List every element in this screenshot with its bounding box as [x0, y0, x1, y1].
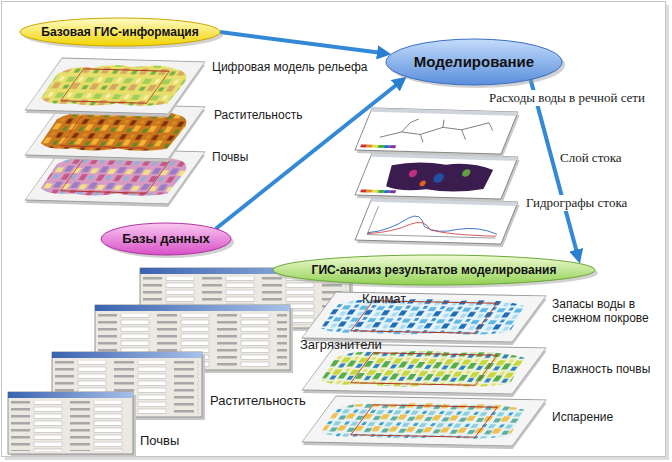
snow-map-layer: [315, 297, 532, 336]
elevation-map-layer: [25, 58, 205, 114]
layer-label: Расходы воды в речной сети: [487, 90, 647, 106]
layer-label: Почвы: [212, 150, 248, 164]
evaporation-map-layer: [300, 396, 549, 449]
database-window: [8, 392, 136, 457]
flow-arrow: [220, 32, 384, 53]
database-window: [8, 392, 133, 398]
database-window: [8, 392, 133, 454]
soil-map-layer: [61, 159, 169, 193]
ellipse-node: Базовая ГИС-информация: [19, 17, 221, 47]
ellipse-outline: [20, 18, 220, 46]
ellipse-outline: [273, 255, 595, 285]
ellipse-outline: [101, 223, 231, 255]
ellipse-node: Моделирование: [385, 38, 563, 86]
evaporation-map-layer: [351, 405, 497, 437]
node-text: Базовая ГИС-информация: [41, 25, 198, 39]
runoff-screenshot: [432, 173, 446, 183]
database-window: [95, 305, 290, 311]
layer-label: Почвы: [140, 433, 179, 449]
node-text: ГИС-анализ результатов моделирования: [312, 263, 557, 277]
vegetation-map-layer: [61, 114, 169, 148]
ellipse-outline: [386, 39, 562, 85]
runoff-screenshot: [419, 180, 427, 186]
hydrograph-screenshot: [368, 215, 504, 236]
node-text: Моделирование: [414, 53, 534, 71]
river-flow-screenshot: [383, 145, 390, 148]
hydrograph-screenshot: [367, 221, 500, 237]
hydrograph-screenshot: [354, 198, 521, 247]
layer-label: Влажность почвы: [552, 362, 650, 376]
runoff-screenshot: [372, 190, 379, 193]
layer-label: Испарение: [552, 410, 613, 424]
river-flow-screenshot: [360, 144, 367, 147]
river-flow-screenshot: [378, 118, 496, 144]
snow-map-layer: [302, 292, 546, 342]
evaporation-map-layer: [315, 401, 532, 440]
runoff-screenshot: [355, 153, 518, 199]
runoff-screenshot: [378, 190, 385, 193]
layer-label: Запасы воды в снежном покрове: [552, 297, 660, 326]
ellipse-node: ГИС-анализ результатов моделирования: [272, 254, 596, 286]
elevation-map-layer: [61, 69, 169, 103]
picture-frame: [2, 2, 666, 457]
flow-arrow: [531, 80, 578, 257]
evaporation-map-layer: [302, 396, 546, 446]
elevation-map-layer: [23, 58, 207, 117]
layer-label: Гидрографы стока: [524, 195, 629, 211]
layer-label: Загрязнители: [300, 337, 382, 353]
river-flow-screenshot: [370, 108, 517, 116]
layer-label: Климат: [362, 291, 406, 307]
layer-label: Цифровая модель рельефа: [212, 60, 368, 74]
node-text: Базы данных: [122, 231, 209, 247]
hydrograph-screenshot: [367, 206, 507, 238]
runoff-screenshot: [383, 190, 390, 193]
river-flow-screenshot: [389, 145, 396, 148]
river-flow-screenshot: [378, 145, 385, 148]
runoff-screenshot: [407, 170, 418, 178]
runoff-screenshot: [360, 189, 367, 192]
runoff-screenshot: [366, 190, 373, 193]
moisture-map-layer: [351, 353, 497, 385]
database-window: [52, 352, 202, 358]
river-flow-screenshot: [355, 108, 518, 154]
database-window: [11, 395, 136, 457]
database-window: [11, 401, 130, 451]
river-flow-screenshot: [372, 145, 379, 148]
elevation-map-layer: [36, 63, 196, 108]
runoff-screenshot: [382, 162, 495, 193]
ellipse-node: Базы данных: [100, 222, 232, 256]
river-flow-screenshot: [354, 108, 521, 157]
runoff-screenshot: [389, 190, 396, 193]
layer-label: Растительность: [210, 393, 306, 409]
moisture-map-layer: [315, 349, 532, 388]
runoff-screenshot: [461, 169, 472, 177]
runoff-screenshot: [354, 153, 521, 202]
layer-label: Растительность: [214, 108, 302, 122]
river-flow-screenshot: [366, 145, 373, 148]
layer-label: Слой стока: [558, 150, 624, 166]
hydrograph-screenshot: [355, 198, 518, 244]
